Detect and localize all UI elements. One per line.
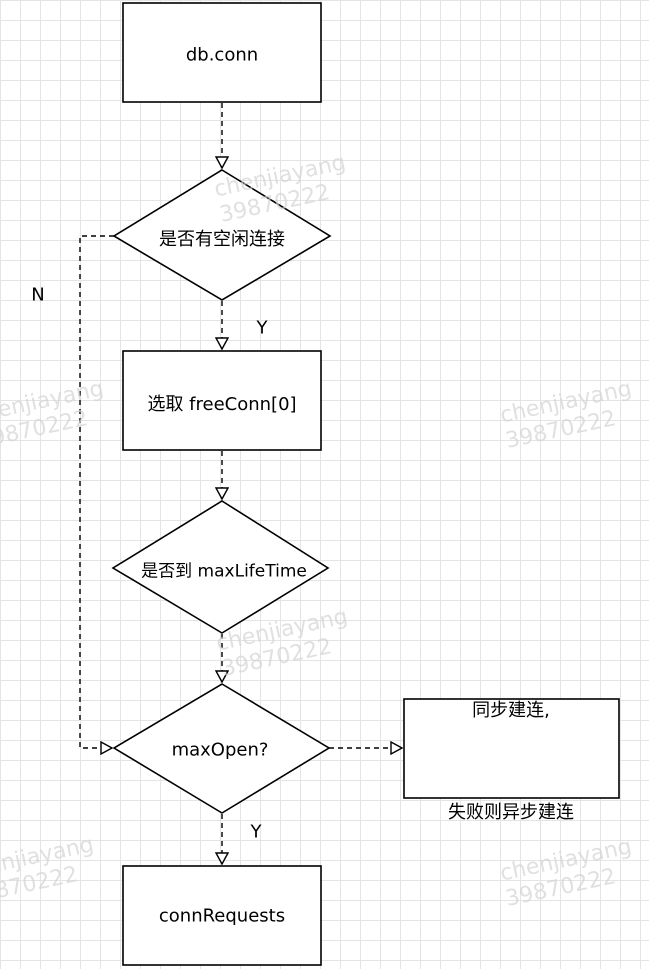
edge-label-no: N xyxy=(31,284,45,306)
sync-build-label: 同步建连, 失败则异步建连 xyxy=(448,626,574,864)
conn-requests-box xyxy=(122,865,322,966)
pick-free-box xyxy=(122,350,322,451)
edge-idle-no-to-maxopen xyxy=(79,235,114,748)
idle-check-label: 是否有空闲连接 xyxy=(159,229,285,250)
db-conn-label: db.conn xyxy=(185,44,259,66)
lifetime-check-diamond xyxy=(111,500,330,634)
lifetime-check-label: 是否到 maxLifeTime xyxy=(141,561,307,582)
edge-label-yes-1: Y xyxy=(256,317,268,339)
conn-requests-label: connRequests xyxy=(158,905,286,927)
max-open-diamond xyxy=(112,683,331,814)
max-open-label: maxOpen? xyxy=(171,739,269,761)
db-conn-box xyxy=(122,2,322,103)
edge-label-yes-2: Y xyxy=(250,821,262,843)
pick-free-label: 选取 freeConn[0] xyxy=(147,394,297,415)
sync-build-box xyxy=(403,698,620,799)
idle-check-diamond xyxy=(112,169,332,301)
sync-build-line1: 同步建连, xyxy=(472,700,550,721)
sync-build-line2: 失败则异步建连 xyxy=(448,802,574,823)
